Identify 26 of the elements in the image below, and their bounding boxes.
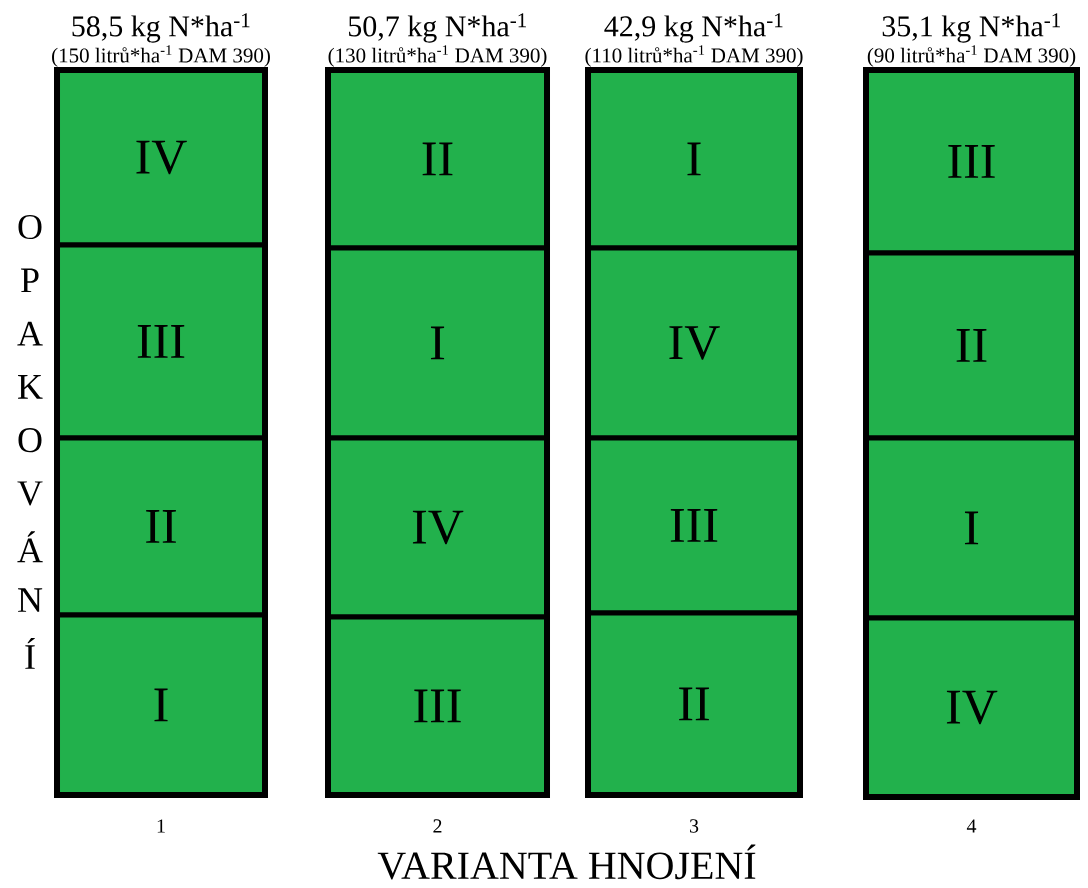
plot-column	[863, 67, 1080, 800]
axis-letter: K	[18, 375, 43, 399]
axis-letter: V	[17, 481, 43, 506]
column-subheading: (130 litrů*ha$^{-1}$ DAM 390)	[328, 45, 547, 67]
column-number: 4	[966, 819, 977, 833]
plot-column	[585, 67, 803, 798]
plot-column	[325, 67, 550, 798]
column-heading: 35,1 kg N*ha$^{-1}$	[882, 13, 1060, 43]
axis-letter: P	[21, 268, 39, 293]
axis-letter: A	[17, 321, 43, 346]
axis-letter: Á	[17, 531, 43, 563]
axis-title: VARIANTA HNOJENÍ	[377, 844, 756, 880]
axis-letter: O	[18, 214, 42, 240]
column-heading: 50,7 kg N*ha$^{-1}$	[349, 13, 526, 43]
column-number: 2	[433, 819, 442, 833]
plot-column	[54, 67, 268, 798]
column-number: 3	[689, 819, 699, 833]
column-number: 1	[157, 819, 165, 833]
axis-letter: Í	[25, 637, 35, 669]
axis-letter: N	[18, 588, 43, 612]
column-subheading: (110 litrů*ha$^{-1}$ DAM 390)	[585, 45, 803, 67]
column-subheading: (90 litrů*ha$^{-1}$ DAM 390)	[867, 45, 1076, 67]
column-heading: 42,9 kg N*ha$^{-1}$	[604, 13, 783, 43]
axis-letter: O	[18, 428, 42, 453]
column-subheading: (150 litrů*ha$^{-1}$ DAM 390)	[52, 45, 270, 67]
column-heading: 58,5 kg N*ha$^{-1}$	[72, 13, 250, 43]
